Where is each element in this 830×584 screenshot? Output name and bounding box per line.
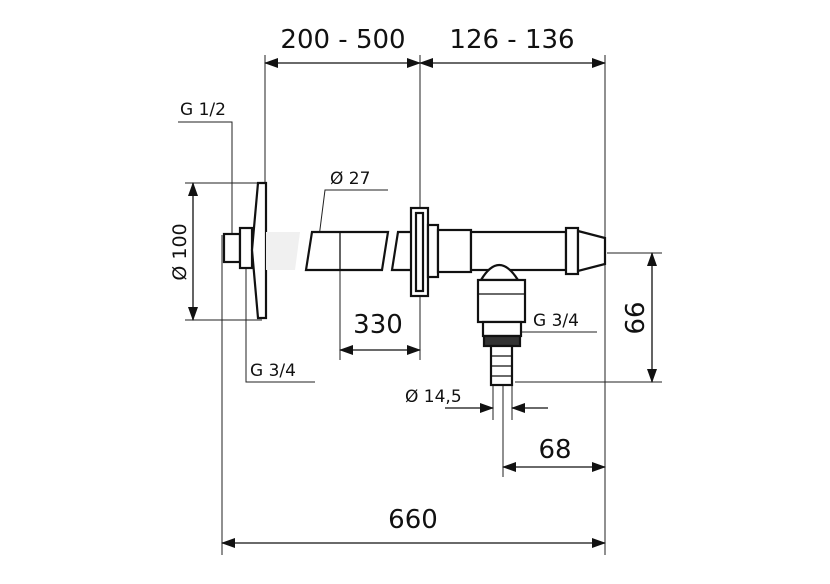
wall-tap-drawing bbox=[222, 181, 607, 387]
dim-projection: 126 - 136 bbox=[449, 25, 574, 55]
thread-wall-label: G 3/4 bbox=[250, 361, 296, 381]
dim-outlet-height: 99 bbox=[618, 301, 648, 334]
dim-hose-diameter: Ø 14,5 bbox=[405, 387, 462, 407]
dim-outlet-offset: 68 bbox=[538, 435, 571, 465]
dim-pipe-segment: 330 bbox=[353, 310, 403, 340]
leader-lines bbox=[178, 121, 597, 383]
dim-rosette-diameter: Ø 100 bbox=[169, 223, 191, 280]
dim-total-length: 660 bbox=[388, 505, 438, 535]
thread-outlet-label: G 3/4 bbox=[533, 311, 579, 331]
dim-wall-depth: 200 - 500 bbox=[280, 25, 405, 55]
dimension-lines bbox=[188, 58, 657, 548]
dim-pipe-diameter: Ø 27 bbox=[330, 169, 370, 189]
thread-inlet-label: G 1/2 bbox=[180, 100, 226, 120]
